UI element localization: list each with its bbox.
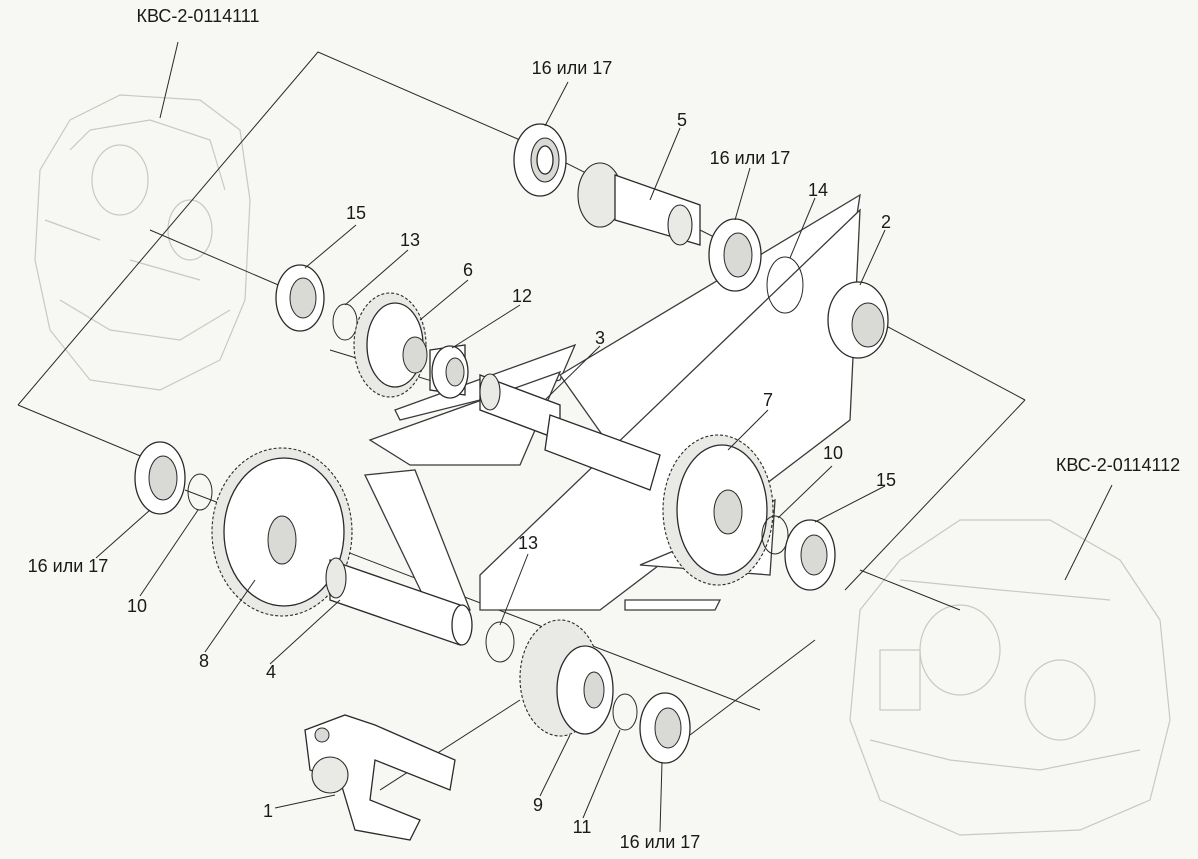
housing-ghost-right <box>849 519 1171 836</box>
callout-9: 9 <box>532 795 544 815</box>
callout-8: 8 <box>198 651 210 671</box>
callout-16-17-mid: 16 или 17 <box>709 148 791 168</box>
callout-10-right: 10 <box>822 443 844 463</box>
circlip-10-left <box>187 473 213 511</box>
circlip-11 <box>612 693 638 731</box>
callout-13-right: 13 <box>517 533 539 553</box>
callout-10-left: 10 <box>126 596 148 616</box>
gear-6 <box>353 292 428 398</box>
bearing-16-17-mid <box>708 218 762 292</box>
circlip-14 <box>766 256 804 314</box>
reference-label-right: КВС-2-0114112 <box>1055 455 1181 475</box>
reference-label-top-left: КВС-2-0114111 <box>136 6 260 26</box>
shaft-4 <box>325 557 473 646</box>
leader-lines <box>95 81 886 833</box>
circlip-10-right <box>761 515 789 555</box>
callout-1: 1 <box>262 801 274 821</box>
callout-4: 4 <box>265 662 277 682</box>
callout-13-left: 13 <box>399 230 421 250</box>
bearing-16-17-left <box>134 441 186 515</box>
gear-8 <box>211 447 353 617</box>
circlip-13-right <box>485 621 515 663</box>
callout-2: 2 <box>880 212 892 232</box>
callout-12: 12 <box>511 286 533 306</box>
callout-16-17-bottom: 16 или 17 <box>619 832 701 852</box>
circlip-13-left <box>332 303 358 341</box>
bearing-15-right <box>784 519 836 591</box>
callout-15-left: 15 <box>345 203 367 223</box>
callout-11: 11 <box>572 817 592 837</box>
gear-9 <box>519 619 614 737</box>
bearing-16-17-bottom <box>639 692 691 764</box>
bearing-16-17-top <box>513 123 567 197</box>
shift-fork-1 <box>304 714 456 841</box>
watermark-frames <box>364 193 861 611</box>
callout-14: 14 <box>807 180 829 200</box>
housing-ghost-left <box>34 94 251 391</box>
sleeve-2 <box>827 281 889 359</box>
bearing-15-left <box>275 264 325 332</box>
gear-7 <box>662 434 774 586</box>
callout-16-17-top: 16 или 17 <box>531 58 613 78</box>
shaft-5 <box>577 162 701 246</box>
callout-3: 3 <box>594 328 606 348</box>
callout-6: 6 <box>462 260 474 280</box>
callout-5: 5 <box>676 110 688 130</box>
callout-16-17-left: 16 или 17 <box>27 556 109 576</box>
callout-7: 7 <box>762 390 774 410</box>
callout-15-right: 15 <box>875 470 897 490</box>
shaft-3 <box>479 373 661 491</box>
bushing-12 <box>429 344 469 399</box>
